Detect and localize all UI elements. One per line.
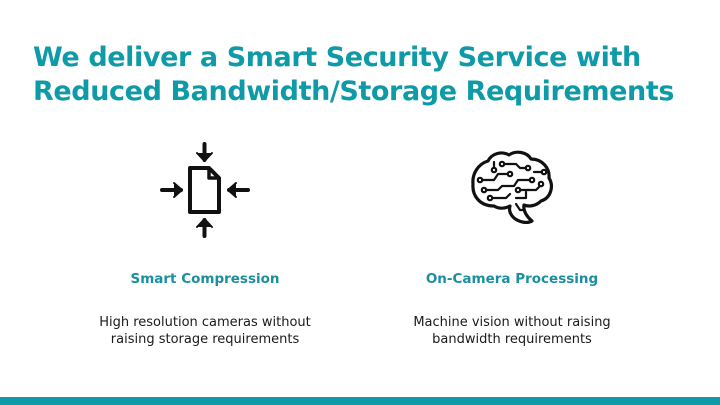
feature-description: Machine vision without raising bandwidth… <box>362 314 662 348</box>
feature-description-line-1: Machine vision without raising <box>413 315 611 330</box>
slide-title-line-2: Reduced Bandwidth/Storage Requirements <box>33 76 675 107</box>
feature-description: High resolution cameras without raising … <box>55 314 355 348</box>
feature-description-line-2: raising storage requirements <box>110 332 300 347</box>
compress-file-icon <box>55 140 355 250</box>
footer-accent-bar <box>0 397 720 405</box>
slide-title: We deliver a Smart Security Service with… <box>33 41 703 109</box>
feature-smart-compression: Smart Compression High resolution camera… <box>55 140 355 348</box>
feature-description-line-2: bandwidth requirements <box>432 332 592 347</box>
slide-title-line-1: We deliver a Smart Security Service with <box>33 42 641 73</box>
feature-on-camera-processing: On-Camera Processing Machine vision with… <box>362 140 662 348</box>
feature-title: Smart Compression <box>130 271 280 287</box>
feature-title: On-Camera Processing <box>425 271 599 287</box>
circuit-brain-icon <box>362 140 662 250</box>
feature-description-line-1: High resolution cameras without <box>99 315 311 330</box>
